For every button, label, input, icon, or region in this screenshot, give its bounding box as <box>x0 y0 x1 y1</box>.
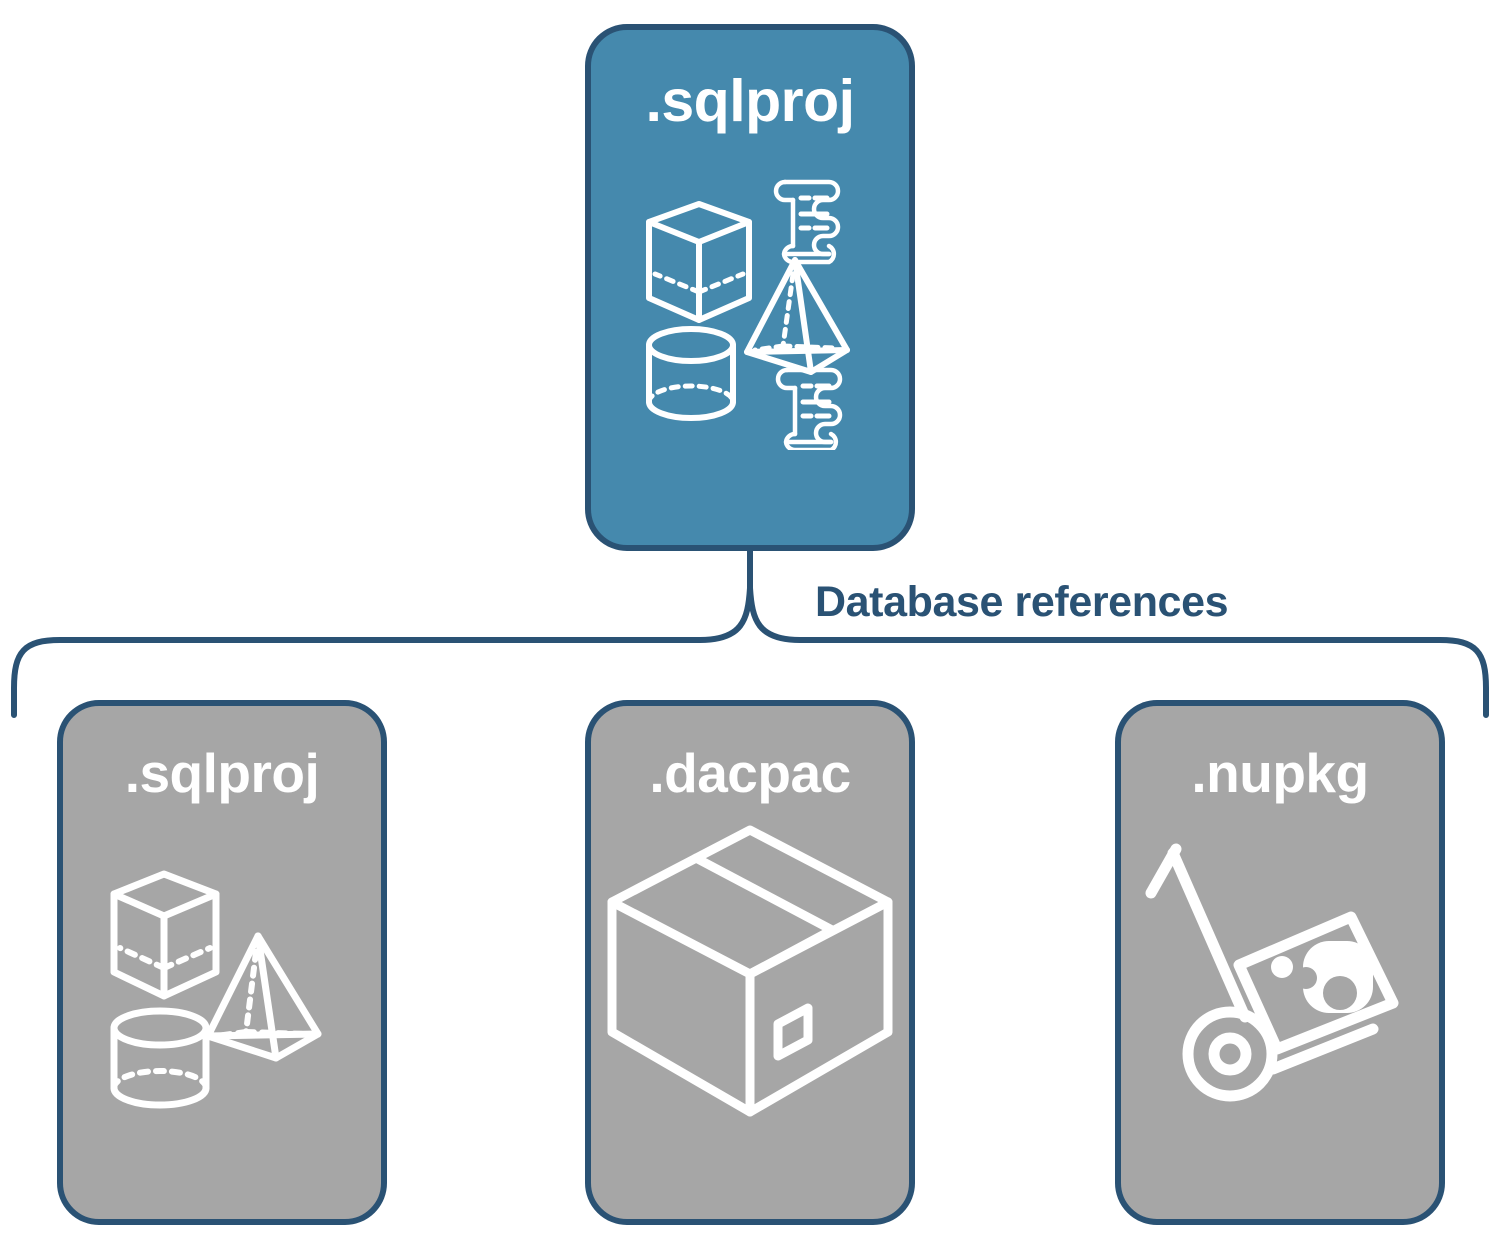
hand-truck-package-icon <box>1145 843 1399 1102</box>
cylinder-wireframe-icon <box>646 326 736 421</box>
pyramid-wireframe-icon <box>744 257 850 375</box>
crate-outline <box>1233 911 1399 1055</box>
database-references-label: Database references <box>815 578 1229 626</box>
package-glyph <box>1271 941 1373 1013</box>
shipping-box-icon <box>607 825 893 1117</box>
cube-wireframe-icon <box>110 870 220 1000</box>
package-glyph-holes <box>1295 967 1357 1010</box>
dolly-toe-plate <box>1267 1023 1379 1075</box>
database-references-connector <box>11 548 1489 718</box>
pyramid-wireframe-icon <box>204 932 322 1062</box>
scroll-script-icon <box>773 179 841 265</box>
child-node-nupkg[interactable]: .nupkg <box>1115 700 1445 1225</box>
brace-right-arm <box>747 585 1489 718</box>
dolly-wheel-icon <box>1182 1006 1278 1102</box>
child-node-label-nupkg: .nupkg <box>1191 742 1369 804</box>
dolly-shaft <box>1167 847 1251 1023</box>
cube-wireframe-icon <box>646 201 752 323</box>
scroll-script-icon <box>775 367 843 450</box>
root-icon-group <box>646 179 850 450</box>
root-node-label: .sqlproj <box>645 68 855 134</box>
cylinder-wireframe-icon <box>110 1007 210 1109</box>
child-node-label-dacpac: .dacpac <box>649 742 851 804</box>
root-node-sqlproj[interactable]: .sqlproj <box>585 24 915 551</box>
child-node-dacpac[interactable]: .dacpac <box>585 700 915 1225</box>
child-node-sqlproj[interactable]: .sqlproj <box>57 700 387 1225</box>
child-node-label-sqlproj: .sqlproj <box>124 742 320 804</box>
brace-left-arm <box>11 585 753 718</box>
sqlproj-icon-group <box>110 870 322 1109</box>
